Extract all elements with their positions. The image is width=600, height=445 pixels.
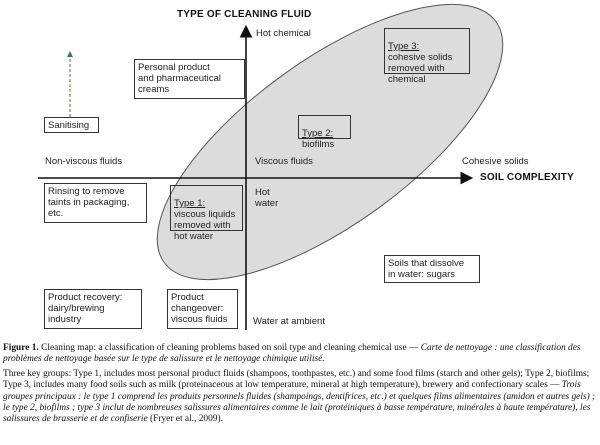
type2-box: Type 2: biofilms (298, 115, 351, 150)
type2-body: biofilms (302, 139, 335, 150)
personal-product-box: Personal product and pharmaceutical crea… (134, 59, 245, 99)
description-reference: (Fryer et al., 2009). (147, 414, 223, 425)
caption-text-fr: Carte de nettoyage : une classification … (3, 343, 581, 365)
type3-title: Type 3: (388, 41, 420, 52)
type3-box: Type 3: cohesive solids removed with che… (384, 28, 470, 85)
type1-box: Type 1: viscous liquids removed with hot… (170, 185, 243, 242)
type2-title: Type 2: (302, 128, 334, 139)
soils-dissolve-box: Soils that dissolve in water: sugars (384, 255, 480, 283)
x-left-label: Non-viscous fluids (45, 156, 123, 167)
figure-label: Figure 1. (3, 343, 39, 353)
caption-description-paragraph: Three key groups: Type 1, includes most … (3, 369, 597, 426)
y-top-label: Hot chemical (256, 28, 311, 39)
y-axis-title: TYPE OF CLEANING FLUID (177, 9, 312, 20)
figure-caption: Figure 1. Cleaning map: a classification… (3, 343, 597, 429)
caption-title-paragraph: Figure 1. Cleaning map: a classification… (3, 343, 597, 366)
type1-body: viscous liquids removed with hot water (174, 209, 236, 242)
x-axis-title: SOIL COMPLEXITY (480, 172, 574, 183)
caption-text-en: Cleaning map: a classification of cleani… (38, 343, 421, 353)
x-right-label: Cohesive solids (462, 156, 529, 167)
x-center-label: Viscous fluids (255, 156, 313, 167)
description-fr: Trois groupes principaux : le type 1 com… (3, 380, 596, 425)
type1-title: Type 1: (174, 198, 206, 209)
type3-body: cohesive solids removed with chemical (388, 52, 453, 85)
product-recovery-box: Product recovery: dairy/brewing industry (44, 289, 142, 329)
y-bottom-label: Water at ambient (253, 316, 325, 327)
rinsing-box: Rinsing to remove taints in packaging, e… (44, 183, 147, 223)
hot-water-label: Hot water (255, 187, 279, 209)
sanitising-box: Sanitising (44, 117, 99, 133)
description-en: Three key groups: Type 1, includes most … (3, 368, 590, 391)
product-changeover-box: Product changeover: viscous fluids (167, 289, 238, 329)
cleaning-map-diagram: TYPE OF CLEANING FLUID SOIL COMPLEXITY H… (38, 3, 574, 330)
